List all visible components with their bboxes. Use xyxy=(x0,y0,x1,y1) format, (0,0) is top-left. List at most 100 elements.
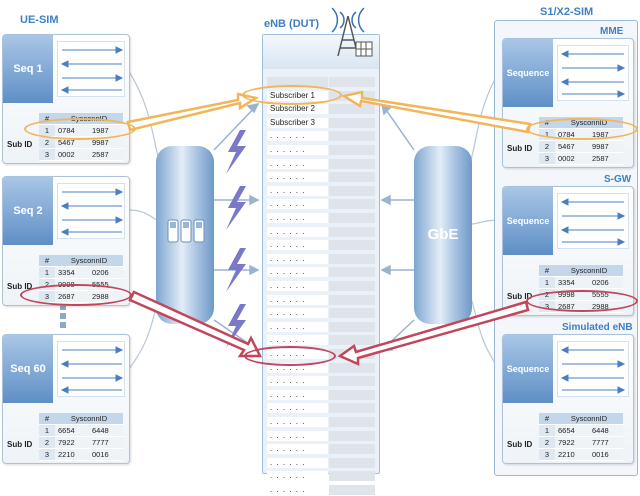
simulated-enb-title: Simulated eNB xyxy=(562,322,633,333)
enb-row: . . . . . . xyxy=(267,389,375,401)
enb-row: . . . . . . xyxy=(267,485,375,496)
highlight-ue-seq2-row3 xyxy=(20,284,132,306)
enb-row-cell xyxy=(329,172,375,183)
sequence-arrows xyxy=(57,183,125,239)
enb-row: . . . . . . xyxy=(267,213,375,224)
enb-row-label: . . . . . . xyxy=(267,185,328,196)
sequence-arrows xyxy=(57,341,125,397)
seq-label: Seq 2 xyxy=(3,177,53,245)
sub-id-label: Sub ID xyxy=(507,144,533,153)
seq-label: Sequence xyxy=(503,39,553,107)
enb-row-cell xyxy=(329,185,375,196)
phone-icons xyxy=(167,219,205,243)
enb-row-label: . . . . . . xyxy=(267,403,328,414)
enb-row: . . . . . . xyxy=(267,335,375,346)
enb-row: . . . . . . xyxy=(267,321,375,333)
enb-row-label: . . . . . . xyxy=(267,253,328,264)
enb-row-label: . . . . . . xyxy=(267,335,328,346)
ellipsis-block xyxy=(60,304,66,310)
ellipsis-block xyxy=(60,322,66,328)
enb-row: . . . . . . xyxy=(267,226,375,238)
enb-row-cell xyxy=(329,240,375,251)
sub-id-label: Sub ID xyxy=(7,282,33,291)
enb-row-label: . . . . . . xyxy=(267,321,328,332)
enb-row-label: . . . . . . xyxy=(267,417,328,427)
enb-row-label: . . . . . . xyxy=(267,485,328,495)
enb-row: . . . . . . xyxy=(267,430,375,442)
enb-row-cell xyxy=(329,417,375,427)
enb-row-cell xyxy=(329,104,375,115)
highlight-ue-seq1-row1 xyxy=(24,118,136,140)
enb-row: . . . . . . xyxy=(267,417,375,428)
enb-row-cell xyxy=(329,226,375,237)
s1-sim-heading: S1/X2-SIM xyxy=(540,6,594,18)
enb-row-cell xyxy=(329,444,375,455)
highlight-sgw-row3 xyxy=(526,290,638,312)
enb-row-label: Subscriber 3 xyxy=(267,117,328,128)
enb-row: . . . . . . xyxy=(267,444,375,455)
sequence-arrows xyxy=(557,45,629,101)
highlight-subscriber-1 xyxy=(242,85,342,105)
enb-row-label: . . . . . . xyxy=(267,294,328,305)
enb-heading: eNB (DUT) xyxy=(264,18,319,30)
enb-row-label xyxy=(267,77,328,87)
enb-row-cell xyxy=(329,199,375,210)
highlight-mme-row1 xyxy=(526,118,638,140)
enb-row-label: . . . . . . xyxy=(267,145,328,155)
enb-row-cell xyxy=(329,457,375,468)
enb-row: . . . . . . xyxy=(267,267,375,278)
enb-row-cell xyxy=(329,362,375,373)
enb-row-label: . . . . . . xyxy=(267,131,328,142)
enb-row: . . . . . . xyxy=(267,308,375,319)
enb-row-cell xyxy=(329,253,375,264)
enb-row: Subscriber 2 xyxy=(267,104,375,115)
enb-row: . . . . . . xyxy=(267,253,375,265)
antenna-tower-icon xyxy=(331,7,373,57)
enb-row-cell xyxy=(329,389,375,400)
enb-row: . . . . . . xyxy=(267,185,375,197)
seq-label: Sequence xyxy=(503,187,553,255)
enb-row-label: . . . . . . xyxy=(267,199,328,210)
enb-row: . . . . . . xyxy=(267,362,375,374)
enb-row-label: . . . . . . xyxy=(267,267,328,278)
enb-row: . . . . . . xyxy=(267,172,375,183)
mme-title: MME xyxy=(600,26,624,37)
enb-row-cell xyxy=(329,145,375,155)
sub-id-label: Sub ID xyxy=(7,140,33,149)
enb-row-label: . . . . . . xyxy=(267,376,328,387)
enb-row-cell xyxy=(329,117,375,128)
ellipsis-block xyxy=(60,313,66,319)
enb-row: . . . . . . xyxy=(267,145,375,156)
sgw-title: S-GW xyxy=(604,174,632,185)
sequence-arrows xyxy=(557,341,629,397)
enb-row-label: . . . . . . xyxy=(267,158,328,169)
enb-row-cell xyxy=(329,485,375,495)
enb-row-label: . . . . . . xyxy=(267,457,328,468)
enb-row: . . . . . . xyxy=(267,158,375,170)
enb-row-cell xyxy=(329,308,375,319)
enb-row-cell xyxy=(329,294,375,305)
enb-row: . . . . . . xyxy=(267,281,375,292)
enb-row: . . . . . . xyxy=(267,131,375,142)
enb-row-label: . . . . . . xyxy=(267,471,328,482)
enb-row: Subscriber 3 xyxy=(267,117,375,129)
enb-row-label: Subscriber 2 xyxy=(267,104,328,115)
enb-row-cell xyxy=(329,376,375,387)
enb-row-label: . . . . . . xyxy=(267,444,328,455)
enb-row-cell xyxy=(329,403,375,414)
enb-row-cell xyxy=(329,267,375,278)
enb-row-cell xyxy=(329,281,375,291)
enb-row-label: . . . . . . xyxy=(267,226,328,237)
enb-row: . . . . . . xyxy=(267,403,375,414)
